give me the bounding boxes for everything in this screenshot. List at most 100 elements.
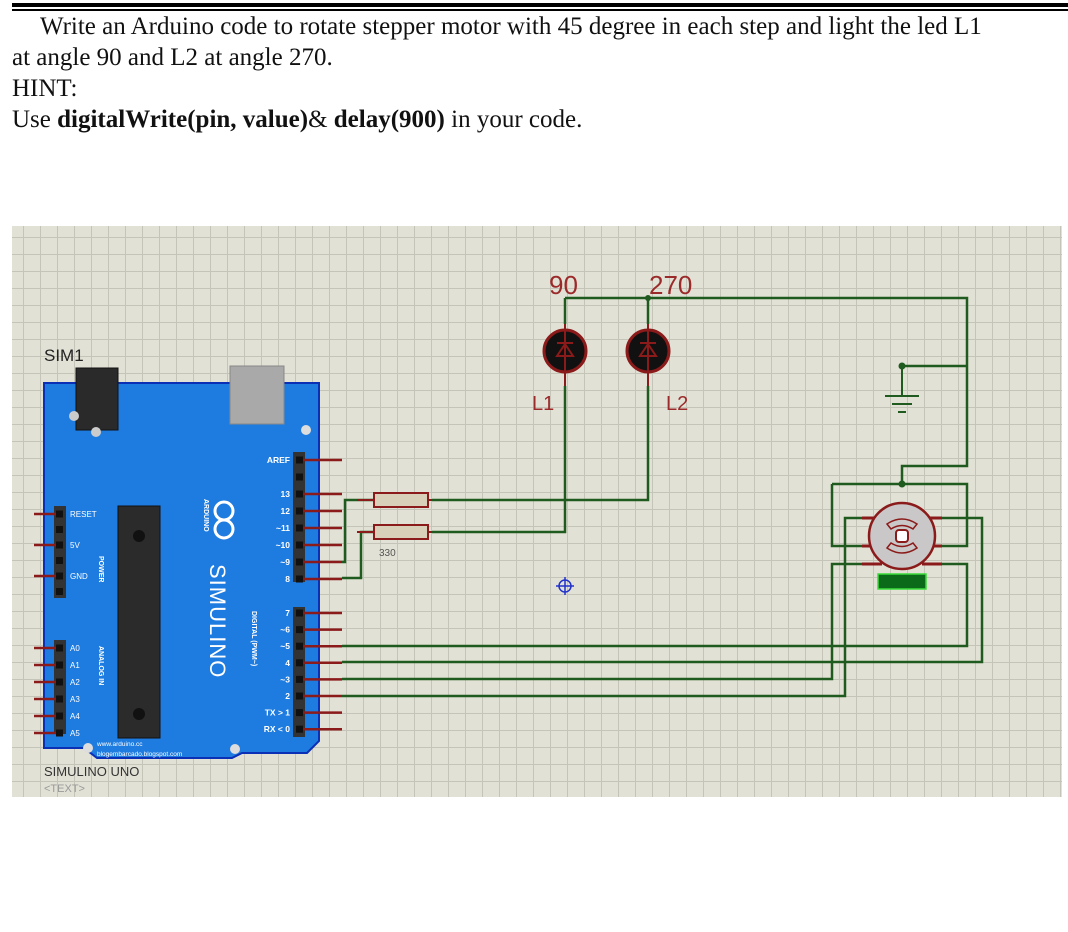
digital-bottom-pin[interactable] [296, 642, 303, 650]
power-pin[interactable] [56, 557, 63, 564]
analog-label-group: ANALOG IN [97, 646, 104, 685]
chip-dot [133, 708, 145, 720]
power-pin[interactable] [56, 510, 63, 518]
power-header [54, 506, 66, 598]
digital-top-pin[interactable] [296, 473, 303, 481]
digital-bottom-label: TX > 1 [265, 708, 291, 718]
digital-header-label: DIGITAL (PWM~) [250, 611, 257, 666]
analog-pin[interactable] [56, 712, 63, 720]
digital-top-label: 13 [281, 489, 291, 499]
arduino-board[interactable] [43, 382, 320, 759]
hint-text: Use digitalWrite(pin, value)& delay(900)… [12, 105, 582, 135]
wire-motor-common-left [830, 484, 862, 548]
hint-code-delay: delay(900) [333, 106, 445, 133]
resistor-body [373, 492, 429, 508]
digital-top-label: ~9 [280, 557, 290, 567]
digital-top-pin[interactable] [296, 524, 303, 532]
wire-pin8 [342, 530, 374, 580]
analog-pin[interactable] [56, 695, 63, 703]
analog-header-label: ANALOG IN [97, 646, 104, 685]
digital-bottom-pin[interactable] [296, 609, 303, 617]
digital-top-pin[interactable] [296, 456, 303, 464]
led2-angle-label: 270 [649, 270, 692, 300]
analog-label: A4 [70, 712, 80, 721]
digital-bottom-label: 4 [285, 658, 290, 668]
led1-ref-label: L1 [532, 393, 554, 415]
analog-label: A1 [70, 661, 80, 670]
digital-bottom-pin[interactable] [296, 675, 303, 683]
analog-pin[interactable] [56, 661, 63, 669]
resistor-r1[interactable] [357, 492, 432, 508]
power-pin[interactable] [56, 526, 63, 533]
analog-header [54, 640, 66, 734]
digital-bottom-pin[interactable] [296, 659, 303, 667]
hint-prefix: Use [12, 106, 58, 133]
origin-crosshair-icon [556, 577, 574, 595]
power-pin[interactable] [56, 541, 63, 549]
led-l2[interactable] [625, 324, 671, 386]
schematic-svg: SIM1 ARDUINO SIMULINO www.arduino.cc blo… [34, 270, 984, 795]
mount-hole [301, 425, 311, 435]
simulino-logo-group: SIMULINO [205, 564, 230, 678]
top-rule-thick [12, 3, 1068, 7]
mount-hole [91, 427, 101, 437]
analog-label: A0 [70, 644, 80, 653]
chip-dot [133, 530, 145, 542]
hint-amp: & [308, 106, 334, 133]
digital-bottom-pin[interactable] [296, 626, 303, 634]
wire-l2-resistor [432, 386, 650, 502]
wire-common-bus [565, 296, 969, 484]
hint-suffix: in your code. [444, 106, 583, 133]
digital-bottom-pin[interactable] [296, 709, 303, 717]
power-header-label: POWER [97, 556, 104, 582]
wires [342, 296, 984, 698]
power-label: GND [70, 572, 88, 581]
mount-hole [83, 743, 93, 753]
logo-plus-ring [213, 518, 235, 540]
motor-coil-top [885, 518, 919, 530]
digital-header-top [293, 452, 305, 582]
board-url-2: blogembarcado.blogspot.com [97, 751, 182, 758]
question-line-1: Write an Arduino code to rotate stepper … [40, 13, 982, 40]
resistor-r2[interactable] [357, 524, 432, 540]
digital-top-pin[interactable] [296, 507, 303, 515]
diode-icon [638, 342, 658, 357]
power-label-group: POWER [97, 556, 104, 582]
power-jack-front [75, 367, 119, 431]
digital-top-pin[interactable] [296, 575, 303, 583]
analog-pin[interactable] [56, 729, 63, 737]
schematic-canvas: SIM1 ARDUINO SIMULINO www.arduino.cc blo… [12, 226, 1062, 797]
diode-icon [555, 342, 575, 357]
wire-pin2 [342, 516, 862, 698]
digital-top-label: AREF [267, 455, 290, 465]
digital-top-label: 8 [285, 574, 290, 584]
power-pin[interactable] [56, 572, 63, 580]
usb-connector-front [229, 365, 285, 425]
digital-top-pin[interactable] [296, 541, 303, 549]
analog-pin[interactable] [56, 644, 63, 652]
wire-pin3 [342, 562, 862, 681]
digital-top-label: ~11 [276, 523, 290, 533]
board-name-label: SIMULINO UNO [44, 764, 139, 779]
analog-label: A5 [70, 729, 80, 738]
mount-hole [230, 744, 240, 754]
arduino-brand-text: ARDUINO [202, 499, 209, 532]
analog-pin[interactable] [56, 678, 63, 686]
digital-bottom-pin[interactable] [296, 692, 303, 700]
led-l1[interactable] [542, 324, 588, 386]
digital-top-pin[interactable] [296, 558, 303, 566]
analog-label: A3 [70, 695, 80, 704]
question-line-2: at angle 90 and L2 at angle 270. [12, 44, 333, 71]
stepper-motor[interactable] [862, 501, 942, 590]
power-pin[interactable] [56, 588, 63, 595]
digital-bottom-pin[interactable] [296, 725, 303, 733]
board-ref-label: SIM1 [44, 346, 84, 365]
digital-top-pin[interactable] [296, 490, 303, 498]
digital-bottom-label: 2 [285, 691, 290, 701]
motor-shaft [895, 529, 909, 543]
digital-bottom-label: ~6 [280, 625, 290, 635]
top-rule-thin [12, 9, 1068, 11]
hint-label: HINT: [12, 75, 78, 102]
digital-bottom-label: 7 [285, 608, 290, 618]
